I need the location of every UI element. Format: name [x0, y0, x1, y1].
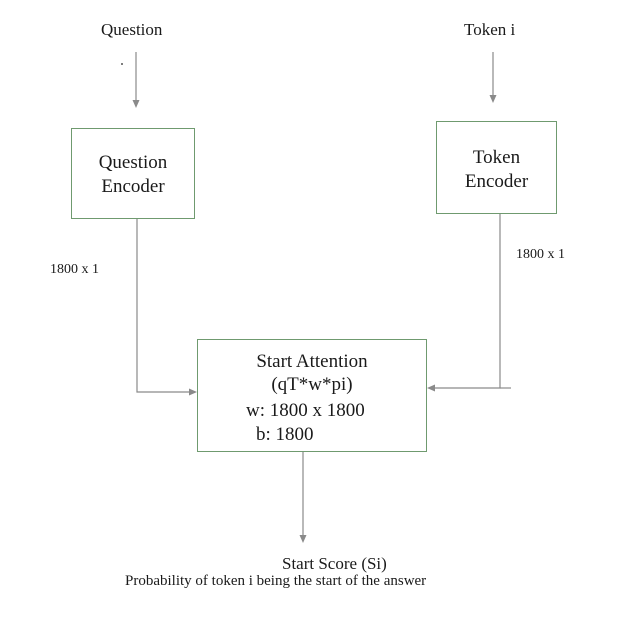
token-input-label: Token i	[464, 20, 516, 39]
question-encoder-dimension: 1800 x 1	[50, 262, 99, 277]
token-encoder-dimension: 1800 x 1	[516, 247, 565, 262]
start-attention-formula: (qT*w*pi)	[271, 374, 353, 395]
arrow-question-encoder-to-attention	[136, 219, 190, 393]
arrowhead-question-encoder	[132, 100, 140, 108]
token-encoder-title-line2: Encoder	[464, 171, 529, 192]
question-encoder-title-line2: Encoder	[101, 176, 165, 197]
question-encoder-box: Question Encoder	[71, 128, 195, 219]
start-score-label: Start Score (Si)	[282, 554, 387, 573]
start-score-description: Probability of token i being the start o…	[125, 573, 427, 589]
start-attention-weight-dims: w: 1800 x 1800	[246, 400, 365, 421]
start-attention-title: Start Attention	[256, 351, 368, 372]
arrowhead-token-encoder	[489, 95, 497, 103]
arrowhead-score	[299, 535, 307, 543]
arrow-token-encoder-to-attention	[434, 214, 501, 389]
question-input-label: Question	[101, 20, 163, 39]
token-encoder-box: Token Encoder	[436, 121, 557, 214]
arrowhead-token-attention	[427, 384, 435, 392]
start-attention-bias-dims: b: 1800	[256, 424, 314, 445]
stray-dot	[121, 63, 123, 65]
question-encoder-title-line1: Question	[98, 152, 168, 173]
arrowhead-question-attention	[189, 388, 197, 396]
start-attention-box: Start Attention (qT*w*pi) w: 1800 x 1800…	[197, 339, 427, 452]
token-encoder-title-line1: Token	[472, 147, 521, 168]
